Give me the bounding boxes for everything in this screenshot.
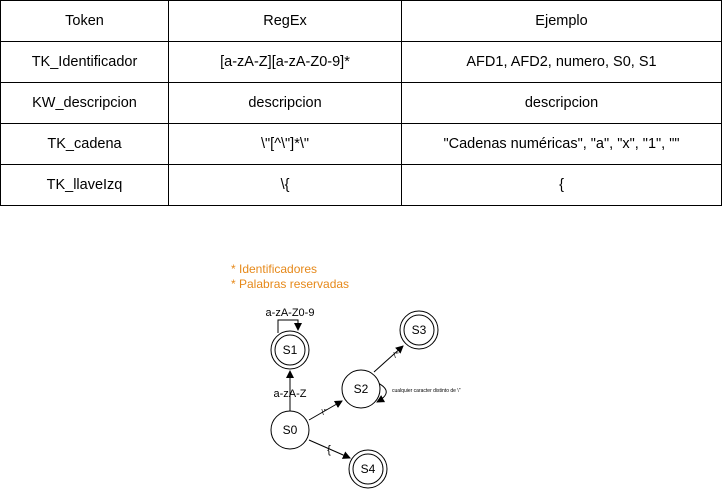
label-s2-loop: cualquier caracter distinto de \"	[392, 388, 461, 394]
label-s2-s3: \"	[393, 351, 398, 360]
edge-s0-s2	[308, 400, 343, 421]
edge-s0-s4	[308, 439, 351, 459]
edge-s2-s3	[373, 345, 404, 373]
edge-s2-loop	[376, 382, 387, 403]
cell-regex: descripcion	[168, 82, 402, 124]
cell-regex: \{	[168, 164, 402, 206]
cell-ejemplo: "Cadenas numéricas", "a", "x", "1", ""	[401, 123, 722, 165]
cell-ejemplo: {	[401, 164, 722, 206]
edge-s1-loop	[277, 319, 302, 333]
state-s4-label: S4	[361, 462, 376, 476]
table-row: KW_descripcion descripcion descripcion	[0, 82, 722, 124]
cell-ejemplo: descripcion	[401, 82, 722, 124]
state-s3: S3	[399, 310, 439, 350]
cell-token: TK_llaveIzq	[0, 164, 169, 206]
state-s4: S4	[348, 449, 388, 489]
state-s1: S1	[270, 330, 310, 370]
label-s0-s1: a-zA-Z	[274, 388, 307, 400]
state-s0: S0	[270, 410, 310, 450]
note-identificadores: * Identificadores	[231, 262, 318, 276]
cell-token: TK_Identificador	[0, 41, 169, 83]
label-s1-loop: a-zA-Z0-9	[266, 307, 315, 319]
note-palabras-reservadas: * Palabras reservadas	[231, 277, 350, 291]
label-s2-loop-text: cualquier caracter distinto de \"	[392, 388, 461, 394]
header-regex: RegEx	[168, 0, 402, 42]
state-s1-label: S1	[283, 343, 298, 357]
label-s0-s4: {	[327, 444, 331, 456]
table-header-row: Token RegEx Ejemplo	[0, 0, 722, 42]
header-token: Token	[0, 0, 169, 42]
table-row: TK_cadena \"[^\"]*\" "Cadenas numéricas"…	[0, 123, 722, 165]
cell-token: KW_descripcion	[0, 82, 169, 124]
state-s0-label: S0	[283, 423, 298, 437]
cell-regex: \"[^\"]*\"	[168, 123, 402, 165]
notes: * Identificadores * Palabras reservadas	[231, 262, 349, 292]
state-s2: S2	[341, 369, 381, 409]
state-s2-label: S2	[354, 382, 369, 396]
cell-token: TK_cadena	[0, 123, 169, 165]
cell-regex: [a-zA-Z][a-zA-Z0-9]*	[168, 41, 402, 83]
label-s0-s2: \"	[321, 408, 326, 417]
cell-ejemplo: AFD1, AFD2, numero, S0, S1	[401, 41, 722, 83]
token-table: Token RegEx Ejemplo TK_Identificador [a-…	[0, 0, 722, 206]
table-row: TK_Identificador [a-zA-Z][a-zA-Z0-9]* AF…	[0, 41, 722, 83]
state-s3-label: S3	[412, 323, 427, 337]
table-row: TK_llaveIzq \{ {	[0, 164, 722, 206]
